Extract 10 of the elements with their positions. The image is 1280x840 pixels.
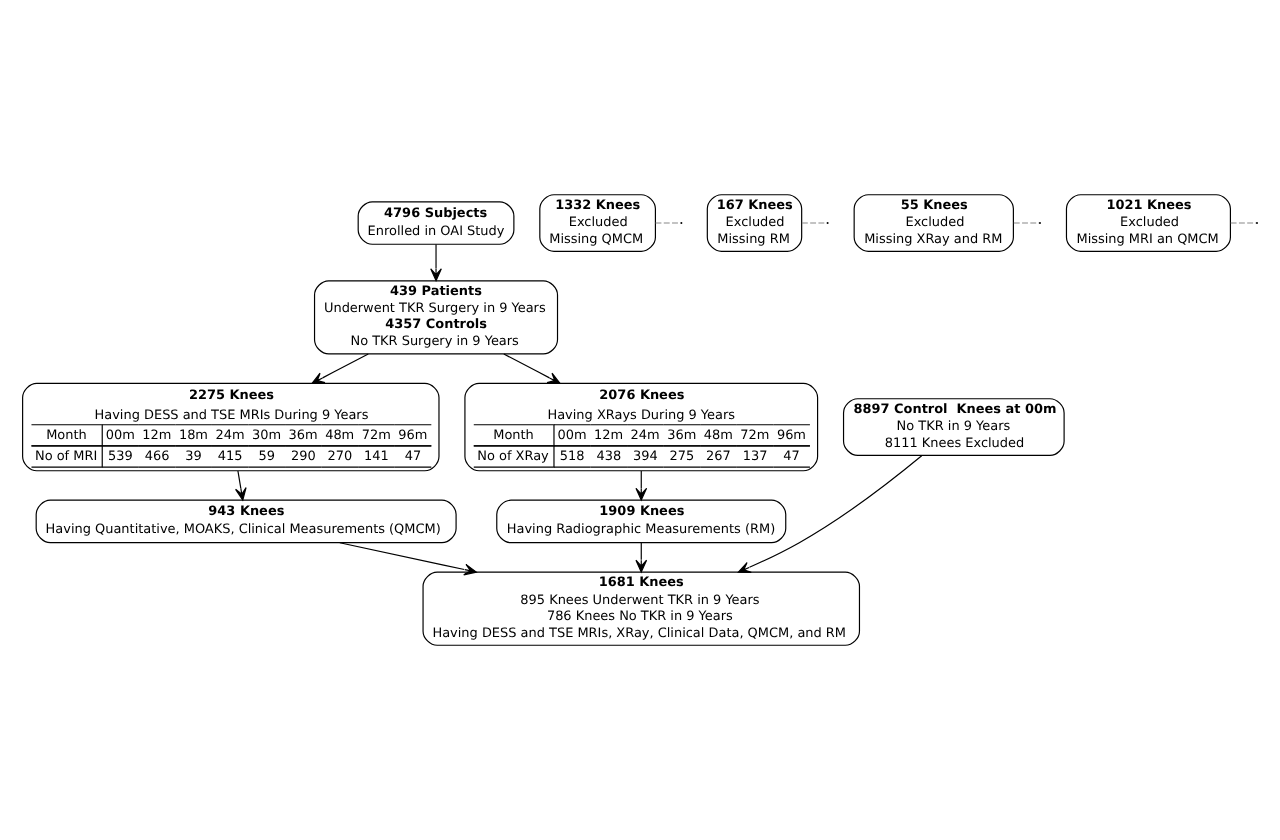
arrow (503, 353, 561, 384)
arrow (430, 244, 442, 282)
connector (1230, 222, 1257, 224)
arrow (339, 542, 477, 576)
connector (1013, 222, 1040, 224)
connector (654, 222, 682, 224)
connector (801, 222, 828, 224)
arrow (737, 455, 923, 573)
arrow (311, 353, 369, 384)
arrow (235, 470, 247, 501)
